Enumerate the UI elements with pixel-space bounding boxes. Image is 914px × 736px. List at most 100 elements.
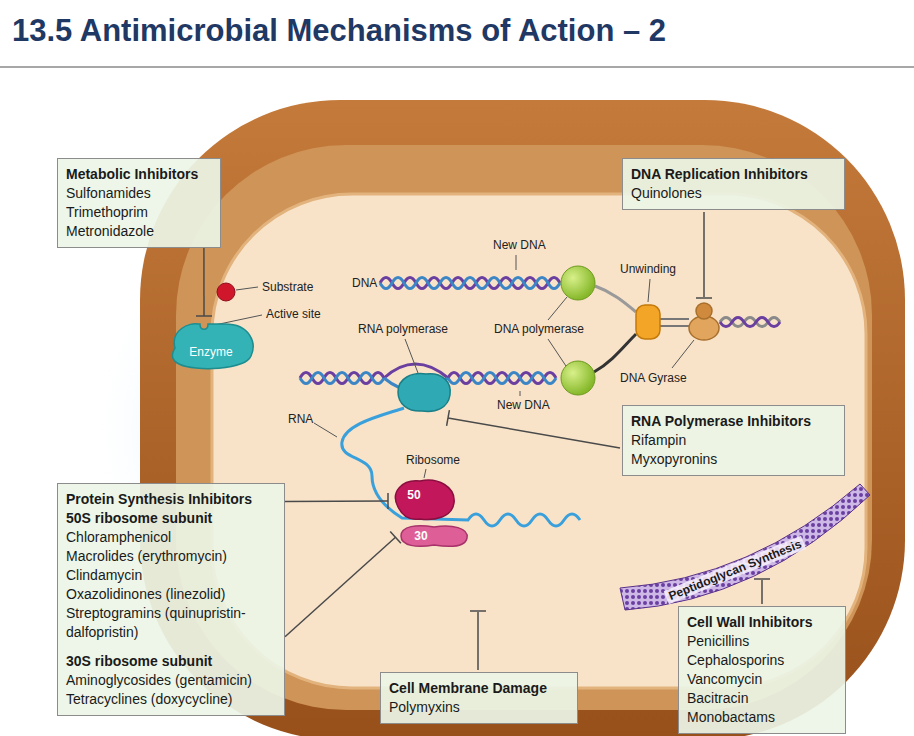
node-text: Macrolides (erythromycin)	[66, 547, 276, 566]
inhibition-bar	[470, 610, 486, 612]
template-strand	[594, 334, 636, 372]
node-heading: 50	[407, 488, 420, 502]
node-text: Trimethoprim	[66, 203, 212, 222]
substrate-ball	[217, 283, 235, 301]
node-heading: Metabolic Inhibitors	[66, 165, 212, 184]
inhibition-line	[203, 248, 205, 316]
part-label: RNA	[288, 412, 313, 426]
node-heading: DNA Replication Inhibitors	[631, 165, 836, 184]
inhibition-connector	[196, 248, 212, 316]
mrna-strand	[342, 408, 580, 526]
node-text: Rifampin	[631, 431, 836, 450]
node-heading: 30	[414, 529, 427, 543]
node-text: Monobactams	[687, 708, 837, 727]
node-heading: Cell Wall Inhibitors	[687, 613, 837, 632]
inhibition-bar	[390, 531, 401, 543]
inhibitor-box: Cell Membrane DamagePolymyxins	[380, 672, 578, 724]
dna-strand	[300, 373, 384, 384]
leader-line	[648, 279, 650, 302]
node-heading: RNA Polymerase Inhibitors	[631, 412, 836, 431]
node-text: Oxazolidinones (linezolid)	[66, 585, 276, 604]
node-text: Myxopyronins	[631, 450, 836, 469]
part-label: Active site	[266, 307, 321, 321]
rotated-label: Peptidoglycan Synthesis	[664, 536, 807, 604]
inhibition-bar	[696, 297, 712, 299]
dna-polymerase-ball	[561, 266, 595, 300]
node-text: Quinolones	[631, 184, 836, 203]
inhibition-line	[285, 537, 396, 637]
dna-strand	[448, 373, 556, 384]
inhibition-line	[703, 212, 705, 297]
dna-strand	[380, 278, 560, 289]
node-outline-path	[401, 526, 467, 547]
node-outline-path	[172, 324, 253, 369]
node-text: Clindamycin	[66, 566, 276, 585]
dna-strand	[660, 319, 689, 326]
leader-line	[520, 391, 521, 396]
inhibition-line	[448, 418, 620, 448]
rna-polymerase-shape	[398, 374, 450, 412]
gyrase-shape	[696, 303, 712, 319]
leader-line	[236, 287, 258, 290]
node-text: Metronidazole	[66, 222, 212, 241]
part-label: Substrate	[262, 280, 313, 294]
dna-strand	[448, 373, 556, 384]
leader-line	[424, 469, 426, 478]
inhibitor-box: RNA Polymerase InhibitorsRifampinMyxopyr…	[622, 405, 845, 476]
title-rule	[0, 66, 914, 68]
dna-polymerase-ball	[561, 361, 595, 395]
node-outline-path	[395, 480, 454, 519]
inhibition-line	[477, 612, 479, 670]
node-text: Penicillins	[687, 632, 837, 651]
inhibition-bar	[447, 410, 450, 426]
inhibition-connector	[285, 531, 401, 636]
part-label: DNA	[352, 276, 377, 290]
node-text: Streptogramins (quinupristin-dalfopristi…	[66, 604, 276, 642]
part-label: New DNA	[497, 398, 550, 412]
leader-line	[516, 255, 517, 270]
node-heading: Protein Synthesis Inhibitors	[66, 490, 276, 509]
slide-title: 13.5 Antimicrobial Mechanisms of Action …	[12, 12, 666, 50]
node-text: 30S ribosome subunit	[66, 652, 276, 671]
node-outline	[390, 477, 458, 525]
node-text: Polymyxins	[389, 698, 569, 717]
part-label: Ribosome	[406, 453, 460, 467]
ribosome-subunit: 50	[390, 477, 458, 525]
node-text: Sulfonamides	[66, 184, 212, 203]
node-text: Tetracyclines (doxycycline)	[66, 690, 276, 709]
inhibition-connector	[285, 493, 388, 509]
part-label: RNA polymerase	[358, 322, 448, 336]
inhibitor-box: Metabolic InhibitorsSulfonamidesTrimetho…	[57, 158, 221, 248]
inhibitor-box: DNA Replication InhibitorsQuinolones	[622, 158, 845, 210]
node-text: 50S ribosome subunit	[66, 509, 276, 528]
inhibition-bar	[754, 578, 770, 580]
node-text: Vancomycin	[687, 670, 837, 689]
node-text: Bacitracin	[687, 689, 837, 708]
part-label: DNA Gyrase	[620, 371, 687, 385]
peptidoglycan-band	[620, 484, 870, 610]
inhibition-line	[761, 580, 763, 604]
template-strand	[595, 286, 636, 312]
dna-strand	[720, 318, 780, 327]
dna-strand	[380, 278, 560, 289]
inhibition-line	[285, 500, 388, 502]
ribosome-subunit: 30	[397, 522, 471, 550]
node-heading: Cell Membrane Damage	[389, 679, 569, 698]
inhibitor-box: Cell Wall InhibitorsPenicillinsCephalosp…	[678, 606, 846, 734]
leader-line	[314, 423, 337, 437]
inhibition-bar	[387, 493, 389, 509]
leader-line	[672, 340, 694, 368]
dna-strand	[300, 373, 384, 384]
helicase-shape	[636, 305, 660, 339]
node-text: Chloramphenicol	[66, 528, 276, 547]
node-text: Cephalosporins	[687, 651, 837, 670]
node-text: Aminoglycosides (gentamicin)	[66, 671, 276, 690]
node-outline	[397, 522, 471, 550]
leader-line	[548, 339, 566, 366]
inhibition-bar	[196, 315, 212, 317]
enzyme-blob: Enzyme	[165, 318, 257, 372]
part-label: DNA polymerase	[494, 322, 584, 336]
part-label: Unwinding	[620, 262, 676, 276]
inhibitor-box: Protein Synthesis Inhibitors50S ribosome…	[57, 483, 285, 716]
node-heading: Enzyme	[189, 345, 232, 359]
